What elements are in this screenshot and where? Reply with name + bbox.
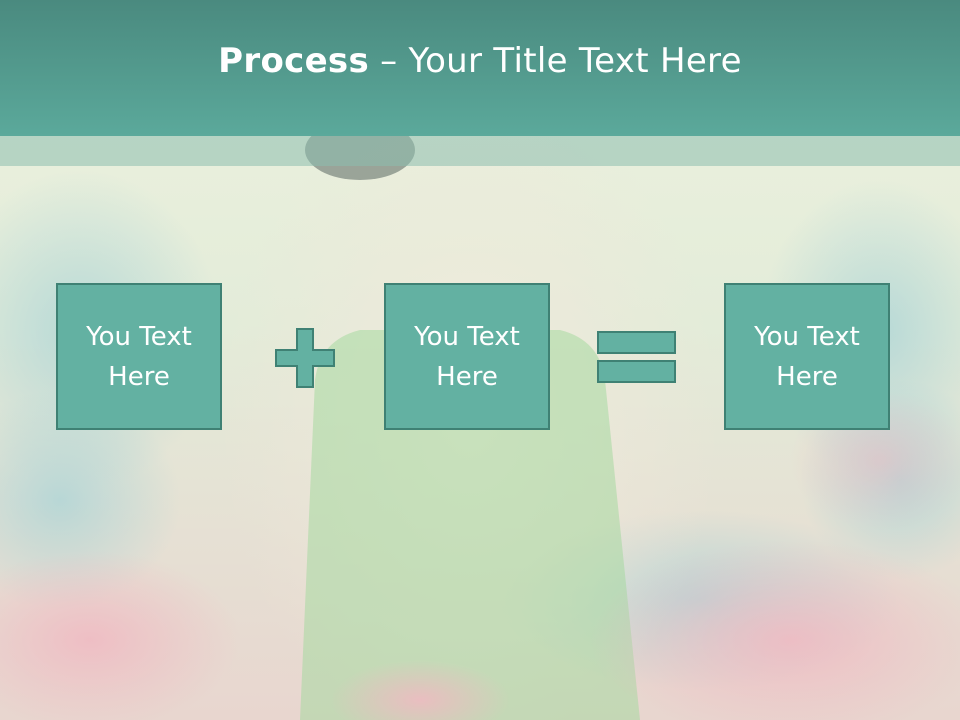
title-rest: Your Title Text Here [408, 41, 742, 81]
title-bar: Process – Your Title Text Here [0, 0, 960, 136]
process-box-1-label: You Text Here [86, 321, 192, 392]
process-box-3[interactable]: You Text Here [724, 283, 890, 430]
title-bold-part: Process [218, 41, 370, 81]
process-box-2-label: You Text Here [414, 321, 520, 392]
process-box-2[interactable]: You Text Here [384, 283, 550, 430]
plus-icon [275, 328, 335, 388]
slide-title: Process – Your Title Text Here [218, 41, 742, 81]
title-underline-strip [0, 136, 960, 166]
equals-icon [597, 331, 676, 383]
title-separator: – [369, 41, 409, 81]
process-box-1[interactable]: You Text Here [56, 283, 222, 430]
process-box-3-label: You Text Here [754, 321, 860, 392]
